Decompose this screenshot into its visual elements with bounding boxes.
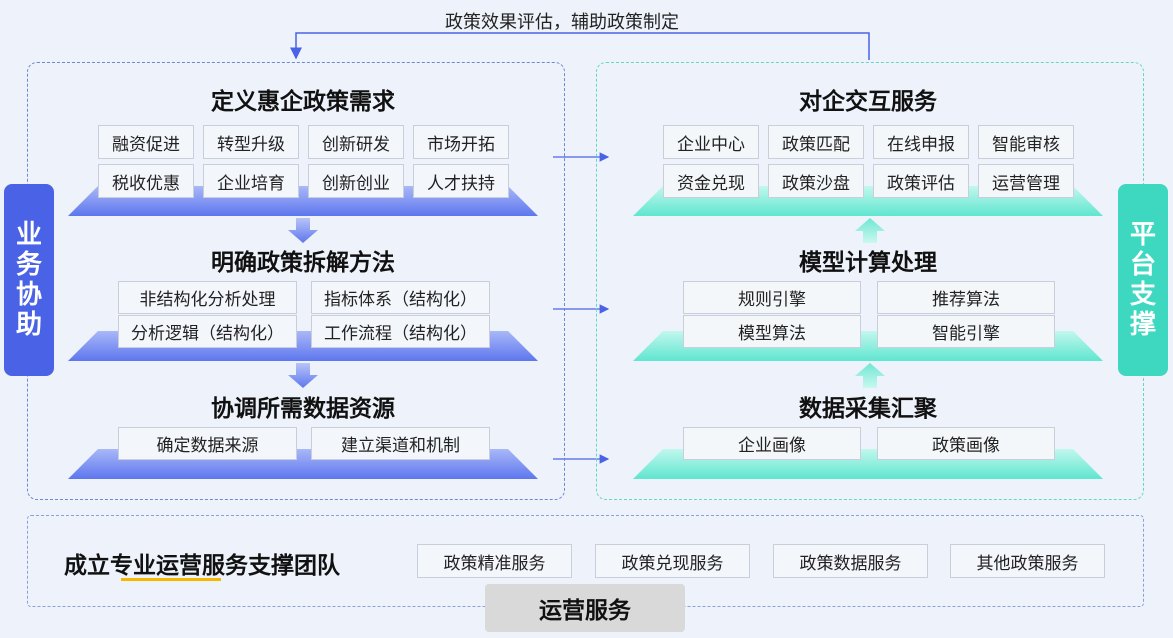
operations-tag: 运营服务 (485, 584, 685, 632)
method-item: 分析逻辑（结构化） (118, 315, 297, 348)
resource-item: 确定数据来源 (118, 427, 297, 460)
operation-service-item: 政策兑现服务 (595, 544, 750, 578)
stage-title-define-needs: 定义惠企政策需求 (211, 89, 395, 115)
need-item: 市场开拓 (413, 125, 509, 159)
service-item: 企业中心 (663, 125, 759, 159)
feedback-label: 政策效果评估，辅助政策制定 (445, 12, 679, 33)
need-item: 创新创业 (308, 164, 404, 198)
method-item: 非结构化分析处理 (118, 281, 297, 314)
up-arrow-1 (855, 218, 885, 243)
left-side-char: 业 (15, 220, 42, 250)
resource-item: 建立渠道和机制 (311, 427, 490, 460)
service-item: 在线申报 (873, 125, 969, 159)
down-arrow-1 (288, 218, 318, 243)
platform-support-tag: 平 台 支 撑 (1118, 184, 1168, 376)
need-item: 人才扶持 (413, 164, 509, 198)
stage-title-model-computation: 模型计算处理 (799, 250, 937, 276)
profile-item: 政策画像 (877, 427, 1055, 460)
profile-item: 企业画像 (683, 427, 861, 460)
service-item: 政策评估 (873, 164, 969, 198)
need-item: 融资促进 (98, 125, 194, 159)
need-item: 企业培育 (203, 164, 299, 198)
right-side-char: 撑 (1129, 310, 1156, 340)
service-item: 运营管理 (978, 164, 1074, 198)
need-item: 转型升级 (203, 125, 299, 159)
feedback-line (290, 32, 870, 60)
stage-title-data-aggregation: 数据采集汇聚 (799, 396, 937, 422)
stage-title-enterprise-interaction: 对企交互服务 (799, 89, 937, 115)
operation-service-item: 政策数据服务 (773, 544, 928, 578)
left-side-char: 助 (15, 310, 42, 340)
left-side-char: 协 (15, 280, 42, 310)
operation-service-item: 政策精准服务 (417, 544, 572, 578)
down-arrow-2 (288, 363, 318, 388)
stage-title-decompose-methods: 明确政策拆解方法 (211, 250, 395, 276)
service-item: 智能审核 (978, 125, 1074, 159)
engine-item: 规则引擎 (683, 281, 861, 314)
service-item: 资金兑现 (663, 164, 759, 198)
right-side-char: 平 (1129, 220, 1156, 250)
stage-title-data-resources: 协调所需数据资源 (211, 396, 395, 422)
need-item: 税收优惠 (98, 164, 194, 198)
need-item: 创新研发 (308, 125, 404, 159)
engine-item: 推荐算法 (877, 281, 1055, 314)
engine-item: 模型算法 (683, 315, 861, 348)
right-side-char: 台 (1129, 250, 1156, 280)
title-underline (121, 578, 221, 581)
operation-service-item: 其他政策服务 (950, 544, 1105, 578)
left-side-char: 务 (15, 250, 42, 280)
engine-item: 智能引擎 (877, 315, 1055, 348)
method-item: 工作流程（结构化） (311, 315, 490, 348)
method-item: 指标体系（结构化） (311, 281, 490, 314)
service-item: 政策沙盘 (768, 164, 864, 198)
service-item: 政策匹配 (768, 125, 864, 159)
right-side-char: 支 (1129, 280, 1156, 310)
business-assist-tag: 业 务 协 助 (4, 184, 54, 376)
up-arrow-2 (855, 363, 885, 388)
operations-team-title: 成立专业运营服务支撑团队 (64, 553, 340, 579)
